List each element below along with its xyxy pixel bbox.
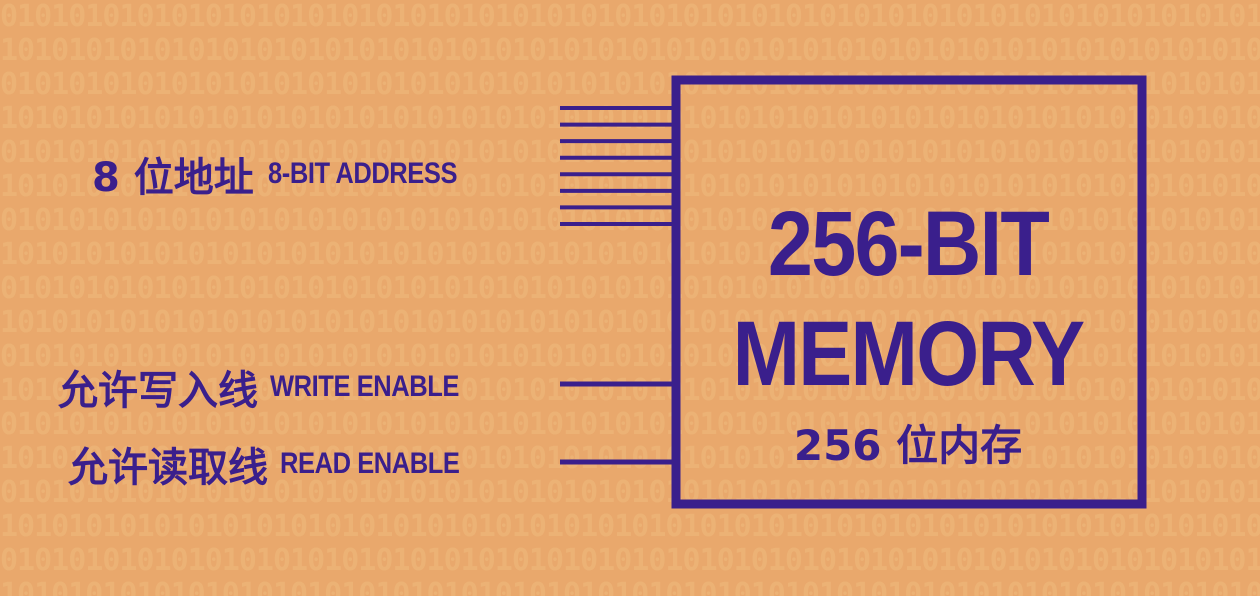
- memory-title-line-2: MEMORY: [732, 303, 1086, 405]
- memory-subtitle: 256 位内存: [793, 421, 1023, 470]
- address-bus-lines: [560, 106, 672, 226]
- memory-title-line-1: 256-BIT: [767, 193, 1050, 295]
- address-label-en: 8-BIT ADDRESS: [267, 157, 457, 190]
- memory-box: [671, 75, 1147, 509]
- read-enable-label: 允许读取线 READ ENABLE: [68, 435, 491, 493]
- write-enable-label-en: WRITE ENABLE: [270, 370, 459, 403]
- address-label: 8 位地址 8-BIT ADDRESS: [92, 145, 490, 203]
- address-label-cn: 8 位地址: [92, 155, 254, 201]
- read-enable-label-en: READ ENABLE: [280, 447, 460, 480]
- write-enable-label-cn: 允许写入线: [58, 368, 258, 414]
- read-enable-label-cn: 允许读取线: [68, 445, 268, 491]
- memory-box-content: 256-BIT MEMORY 256 位内存: [672, 78, 1144, 506]
- write-enable-label: 允许写入线 WRITE ENABLE: [58, 358, 492, 416]
